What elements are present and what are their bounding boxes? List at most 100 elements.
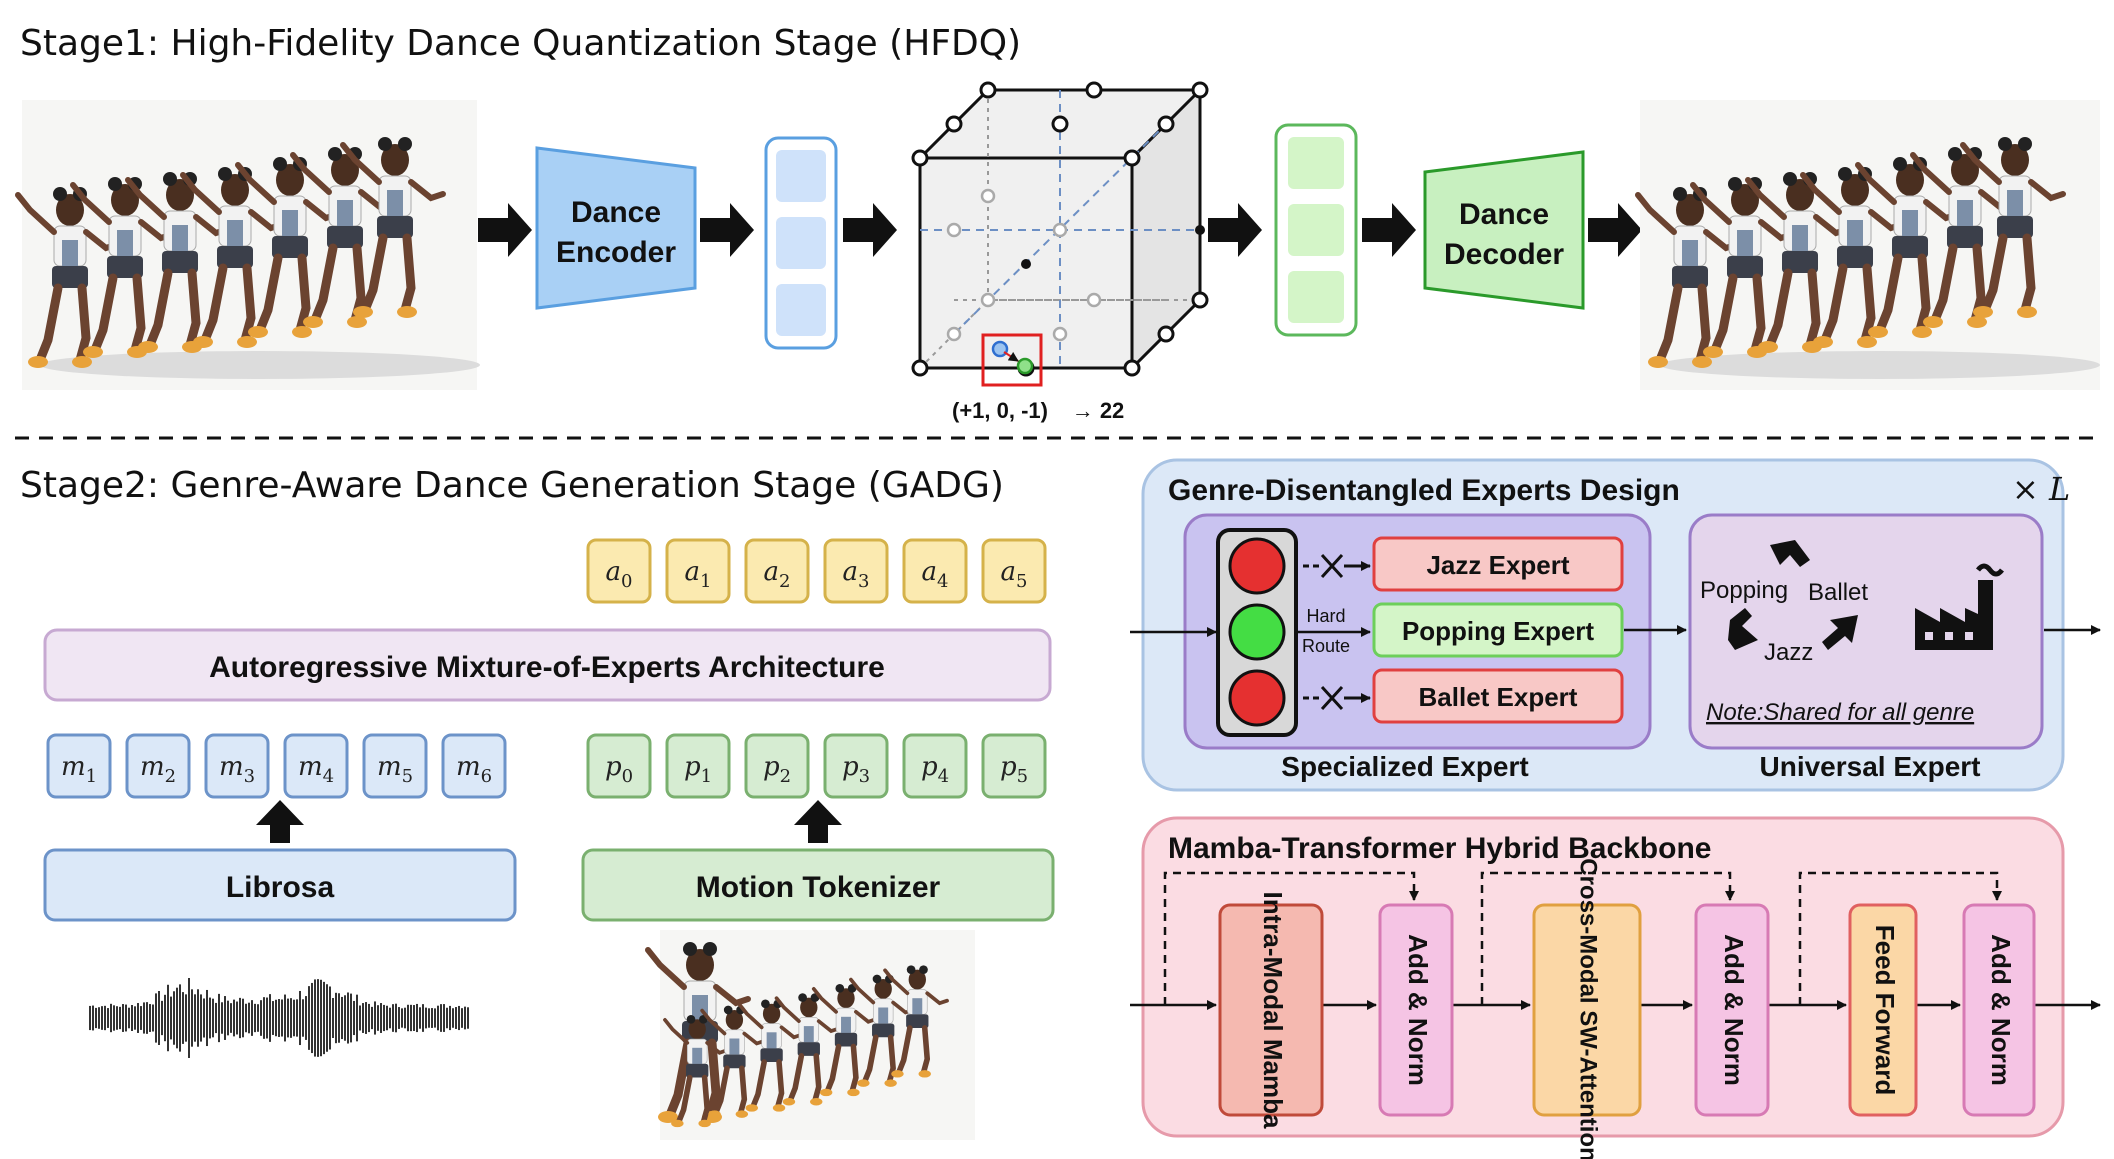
- music-token: m3: [204, 733, 270, 799]
- feed-forward-block: Feed Forward: [1848, 903, 1918, 1117]
- jazz-expert: Jazz Expert: [1372, 536, 1624, 592]
- hard-route-label-1: Hard: [1306, 606, 1345, 626]
- music-token: m5: [362, 733, 428, 799]
- svg-text:m1: m1: [61, 752, 97, 787]
- dance-decoder: Dance Decoder: [1423, 150, 1585, 310]
- arrow-to-encoder: [478, 203, 532, 257]
- cycle-jazz: Jazz: [1764, 639, 1813, 666]
- motion-tokenizer-label: Motion Tokenizer: [696, 871, 941, 904]
- recycle-icon: [1728, 540, 1858, 650]
- motion-tokenizer-block: Motion Tokenizer: [581, 848, 1055, 922]
- arrow-from-cube: [1208, 203, 1262, 257]
- librosa-label: Librosa: [226, 871, 335, 904]
- svg-text:Add & Norm: Add & Norm: [1986, 934, 2016, 1086]
- motion-token: p1: [665, 733, 731, 799]
- traffic-light-router: [1216, 528, 1298, 737]
- svg-text:p0: p0: [605, 752, 633, 787]
- backbone-flow: [1130, 871, 2101, 1010]
- motion-dance-image: [648, 930, 975, 1140]
- music-token: m1: [46, 733, 112, 799]
- arrow-to-latent: [700, 203, 754, 257]
- music-token: m6: [441, 733, 507, 799]
- ar-moe-block: Autoregressive Mixture-of-Experts Archit…: [43, 628, 1052, 702]
- svg-text:m5: m5: [377, 752, 413, 787]
- dance-encoder: Dance Encoder: [535, 146, 697, 310]
- decoder-label-2: Decoder: [1444, 238, 1564, 271]
- svg-text:Ballet Expert: Ballet Expert: [1419, 682, 1578, 712]
- quantization-index: → 22: [1072, 398, 1125, 423]
- output-dance-image: [1638, 100, 2100, 390]
- specialized-expert-label: Specialized Expert: [1281, 751, 1528, 782]
- svg-text:Feed Forward: Feed Forward: [1870, 925, 1900, 1095]
- experts-title: Genre-Disentangled Experts Design: [1168, 474, 1680, 507]
- svg-text:a3: a3: [843, 557, 870, 592]
- motion-token: p2: [744, 733, 810, 799]
- arrow-to-cube: [843, 203, 897, 257]
- music-token: m4: [283, 733, 349, 799]
- music-tokens: m1 m2 m3 m4 m5 m6: [46, 733, 507, 799]
- add-norm-3: Add & Norm: [1962, 903, 2036, 1117]
- stage2-section: Stage2: Genre-Aware Dance Generation Sta…: [20, 465, 1055, 1140]
- motion-tokens: p0 p1 p2 p3 p4 p5: [586, 733, 1047, 799]
- motion-token: p4: [902, 733, 968, 799]
- quantization-caption: (+1, 0, -1): [952, 398, 1048, 423]
- encoder-label-2: Encoder: [556, 236, 676, 269]
- svg-text:p4: p4: [921, 752, 949, 787]
- svg-text:a2: a2: [764, 557, 791, 592]
- arrow-to-decoder: [1362, 203, 1416, 257]
- blocked-route-ballet: [1303, 685, 1371, 711]
- svg-text:a4: a4: [922, 557, 949, 592]
- action-token: a0: [586, 538, 652, 604]
- svg-text:Popping Expert: Popping Expert: [1402, 616, 1594, 646]
- cycle-ballet: Ballet: [1808, 579, 1868, 606]
- action-token: a2: [744, 538, 810, 604]
- action-token: a1: [665, 538, 731, 604]
- action-token: a3: [823, 538, 889, 604]
- stage1-section: Stage1: High-Fidelity Dance Quantization…: [18, 23, 2100, 423]
- svg-text:m4: m4: [298, 752, 334, 787]
- stage1-title: Stage1: High-Fidelity Dance Quantization…: [20, 23, 1021, 64]
- stage1-arrows: [478, 203, 1642, 257]
- factory-icon: [1915, 563, 2004, 650]
- action-token: a5: [981, 538, 1047, 604]
- arrow-tokenizer-up: [794, 800, 842, 843]
- universal-expert-label: Universal Expert: [1760, 751, 1981, 782]
- backbone-title: Mamba-Transformer Hybrid Backbone: [1168, 832, 1711, 865]
- stage2-title: Stage2: Genre-Aware Dance Generation Sta…: [20, 465, 1004, 506]
- universal-note: Note:Shared for all genre: [1706, 699, 1974, 726]
- popping-expert: Popping Expert: [1372, 602, 1624, 658]
- svg-text:Add & Norm: Add & Norm: [1719, 934, 1749, 1086]
- action-token: a4: [902, 538, 968, 604]
- svg-text:p1: p1: [684, 752, 712, 787]
- action-tokens: a0 a1 a2 a3 a4 a5: [586, 538, 1047, 604]
- hard-route-label-2: Route: [1302, 636, 1350, 656]
- audio-waveform: [89, 978, 469, 1058]
- svg-text:a1: a1: [685, 557, 712, 592]
- svg-text:p5: p5: [1000, 752, 1028, 787]
- add-norm-1: Add & Norm: [1378, 903, 1454, 1117]
- motion-token: p5: [981, 733, 1047, 799]
- svg-text:m3: m3: [219, 752, 255, 787]
- block-label: Intra-Modal Mamba: [1258, 892, 1288, 1129]
- blocked-route-jazz: [1303, 553, 1371, 579]
- svg-text:a5: a5: [1001, 557, 1028, 592]
- motion-token: p0: [586, 733, 652, 799]
- svg-text:m2: m2: [140, 752, 176, 787]
- experts-repeat: × L: [2012, 470, 2070, 508]
- latent-vector-green: [1274, 123, 1358, 337]
- arrow-librosa-up: [256, 800, 304, 843]
- decoder-label-1: Dance: [1459, 198, 1549, 231]
- ballet-expert: Ballet Expert: [1372, 668, 1624, 724]
- input-dance-image: [18, 100, 480, 390]
- cross-modal-attention-block: Cross-Modal SW-Attention: [1532, 858, 1642, 1159]
- svg-text:Cross-Modal SW-Attention: Cross-Modal SW-Attention: [1575, 858, 1602, 1159]
- backbone-panel: Mamba-Transformer Hybrid Backbone Intra-…: [1130, 816, 2101, 1159]
- librosa-block: Librosa: [43, 848, 517, 922]
- encoder-label-1: Dance: [571, 196, 661, 229]
- cycle-popping: Popping: [1700, 577, 1788, 604]
- svg-text:a0: a0: [606, 557, 633, 592]
- motion-token: p3: [823, 733, 889, 799]
- svg-text:Add & Norm: Add & Norm: [1403, 934, 1433, 1086]
- latent-vector-blue: [764, 136, 838, 350]
- svg-text:p2: p2: [763, 752, 791, 787]
